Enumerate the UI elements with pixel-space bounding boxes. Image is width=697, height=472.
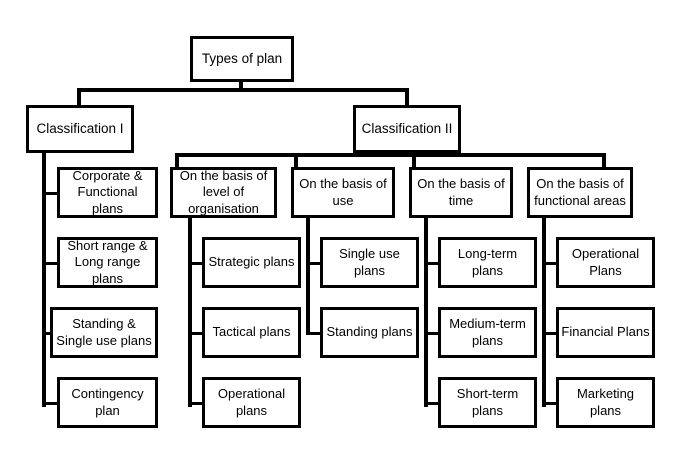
- connector-functional-areas-spine: [542, 218, 546, 407]
- connector-stub-financial-plans: [542, 332, 558, 335]
- node-operational-plans-functional[interactable]: Operational Plans: [556, 237, 655, 288]
- node-label: On the basis of time: [417, 175, 505, 208]
- connector-stub-medium-term-plans: [424, 332, 440, 335]
- node-classification-1[interactable]: Classification I: [26, 105, 134, 153]
- connector-stub-long-term-plans: [424, 262, 440, 265]
- connector-bus-drop-functional-areas: [602, 153, 606, 167]
- node-standing-single-use-plans[interactable]: Standing & Single use plans: [50, 307, 158, 358]
- node-label: Types of plan: [201, 51, 283, 67]
- connector-basis-of-use-spine: [306, 218, 310, 335]
- connector-stub-operational-plans-level: [188, 402, 204, 405]
- connector-root-to-classification-1: [77, 88, 81, 107]
- connector-stub-standing-plans: [306, 332, 322, 335]
- node-label: Standing plans: [326, 324, 413, 340]
- node-label: Marketing plans: [576, 385, 635, 418]
- node-label: Corporate & Functional plans: [72, 167, 143, 216]
- node-contingency-plan[interactable]: Contingency plan: [57, 377, 158, 428]
- node-label: On the basis of level of organisation: [179, 167, 268, 216]
- connector-bus-drop-basis-of-time: [412, 153, 416, 167]
- node-label: Operational plans: [217, 385, 286, 418]
- node-short-long-range-plans[interactable]: Short range & Long range plans: [57, 237, 158, 288]
- connector-stub-single-use-plans: [306, 262, 322, 265]
- node-label: Short range & Long range plans: [67, 237, 148, 286]
- connector-classification-1-spine: [42, 142, 46, 407]
- node-label: On the basis of functional areas: [534, 175, 626, 208]
- connector-stub-marketing-plans: [542, 402, 558, 405]
- node-basis-functional-areas[interactable]: On the basis of functional areas: [527, 167, 633, 218]
- node-basis-of-use[interactable]: On the basis of use: [291, 167, 395, 218]
- node-label: Strategic plans: [208, 254, 295, 270]
- node-short-term-plans[interactable]: Short-term plans: [438, 377, 537, 428]
- node-standing-plans[interactable]: Standing plans: [320, 307, 419, 358]
- node-basis-level-of-organisation[interactable]: On the basis of level of organisation: [170, 167, 277, 218]
- connector-level-of-organisation-spine: [188, 218, 192, 407]
- connector-stub-operational-plans-functional: [542, 262, 558, 265]
- node-label: Tactical plans: [212, 324, 291, 340]
- node-label: Standing & Single use plans: [56, 315, 152, 348]
- node-label: On the basis of use: [299, 175, 387, 208]
- connector-bus-drop-level-of-organisation: [175, 153, 179, 167]
- node-label: Financial Plans: [561, 324, 650, 340]
- node-label: Medium-term plans: [449, 315, 526, 348]
- connector-basis-of-time-spine: [424, 218, 428, 407]
- node-financial-plans[interactable]: Financial Plans: [556, 307, 655, 358]
- node-basis-of-time[interactable]: On the basis of time: [409, 167, 513, 218]
- node-long-term-plans[interactable]: Long-term plans: [438, 237, 537, 288]
- connector-stub-tactical-plans: [188, 332, 204, 335]
- node-label: Operational Plans: [571, 245, 640, 278]
- node-single-use-plans[interactable]: Single use plans: [320, 237, 419, 288]
- node-medium-term-plans[interactable]: Medium-term plans: [438, 307, 537, 358]
- node-label: Long-term plans: [457, 245, 518, 278]
- connector-stub-strategic-plans: [188, 262, 204, 265]
- node-label: Contingency plan: [71, 385, 144, 418]
- node-marketing-plans[interactable]: Marketing plans: [556, 377, 655, 428]
- node-types-of-plan[interactable]: Types of plan: [190, 36, 294, 82]
- connector-root-bus: [77, 88, 409, 92]
- connector-root-to-classification-2: [405, 88, 409, 107]
- node-label: Classification I: [36, 121, 124, 137]
- node-label: Short-term plans: [456, 385, 519, 418]
- node-classification-2[interactable]: Classification II: [353, 105, 461, 153]
- connector-stub-short-term-plans: [424, 402, 440, 405]
- node-operational-plans-level[interactable]: Operational plans: [202, 377, 301, 428]
- node-corporate-functional-plans[interactable]: Corporate & Functional plans: [57, 167, 158, 218]
- node-tactical-plans[interactable]: Tactical plans: [202, 307, 301, 358]
- connector-bus-drop-basis-of-use: [294, 153, 298, 167]
- connector-stub-corporate-functional-plans: [42, 192, 60, 195]
- connector-root-stem: [239, 80, 243, 91]
- connector-classification-2-bus: [175, 153, 606, 157]
- node-label: Single use plans: [339, 245, 400, 278]
- node-strategic-plans[interactable]: Strategic plans: [202, 237, 301, 288]
- node-label: Classification II: [361, 121, 453, 137]
- connector-stub-short-long-range-plans: [42, 262, 60, 265]
- connector-stub-contingency-plan: [42, 402, 60, 405]
